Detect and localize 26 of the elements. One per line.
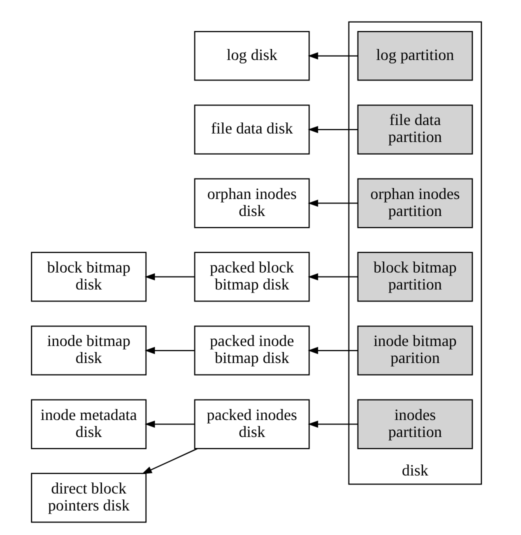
node-box: file data partition	[356, 104, 472, 154]
node-box: inode bitmap parition	[356, 326, 472, 376]
node-box: packed block bitmap disk	[194, 252, 310, 302]
node-box: block bitmap partition	[356, 252, 472, 302]
arrow	[141, 448, 197, 474]
node-box: inode bitmap disk	[30, 326, 146, 376]
arrow	[307, 420, 358, 428]
arrow	[307, 126, 358, 134]
arrow	[144, 420, 194, 428]
arrow	[144, 346, 194, 354]
arrow	[144, 273, 194, 280]
node-box: packed inode bitmap disk	[194, 326, 310, 376]
arrow	[307, 200, 358, 207]
arrow	[307, 52, 358, 60]
node-box: file data disk	[194, 104, 310, 154]
node-box: log disk	[194, 30, 310, 81]
arrow	[307, 273, 358, 280]
node-box: packed inodes disk	[194, 399, 310, 450]
node-box: direct block pointers disk	[30, 472, 146, 523]
arrow	[307, 346, 358, 354]
node-box: inodes partition	[356, 399, 472, 450]
node-box: log partition	[356, 30, 472, 81]
node-box: inode metadata disk	[30, 399, 146, 450]
node-box: block bitmap disk	[30, 252, 146, 302]
node-box: orphan inodes partition	[356, 178, 472, 228]
node-box: orphan inodes disk	[194, 178, 310, 228]
